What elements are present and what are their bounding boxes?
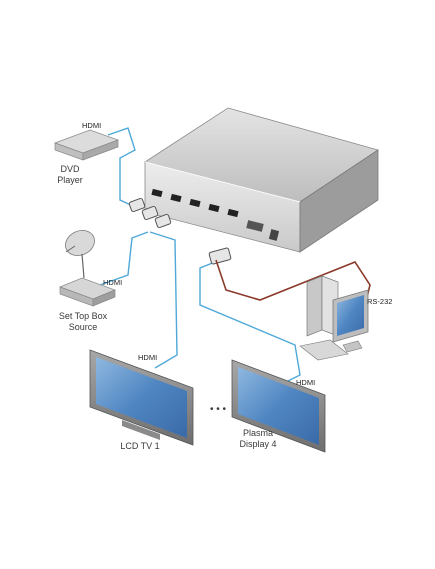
dvd-player-icon (53, 129, 120, 161)
rs232-cable (215, 259, 371, 306)
hdmi-label-stb: HDMI (103, 278, 122, 287)
matrix-switcher-icon (144, 107, 379, 253)
dvd-label-line1: DVD (60, 164, 80, 174)
plasma-label-line1: Plasma (243, 428, 273, 438)
set-top-box-icon (59, 277, 116, 307)
satellite-dish-icon (65, 230, 95, 279)
stb-label-line2: Source (69, 322, 98, 332)
rs232-label: RS-232 (367, 297, 392, 306)
hdmi-plug-icon (128, 197, 232, 265)
lcd-tv-icon (89, 349, 194, 446)
hdmi-label-plasma: HDMI (296, 378, 315, 387)
plasma-label-line2: Display 4 (239, 439, 276, 449)
device-labels: HDMI DVD Player HDMI Set Top Box Source … (57, 121, 392, 451)
hdmi-label-lcd: HDMI (138, 353, 157, 362)
hdmi-cables (99, 127, 301, 385)
hdmi-label-dvd: HDMI (82, 121, 101, 130)
dvd-label-line2: Player (57, 175, 83, 185)
lcd-label: LCD TV 1 (120, 441, 159, 451)
monitor-icon (299, 289, 369, 361)
plasma-display-icon (231, 359, 326, 453)
ellipsis: • • • (210, 404, 227, 415)
stb-label-line1: Set Top Box (59, 311, 108, 321)
